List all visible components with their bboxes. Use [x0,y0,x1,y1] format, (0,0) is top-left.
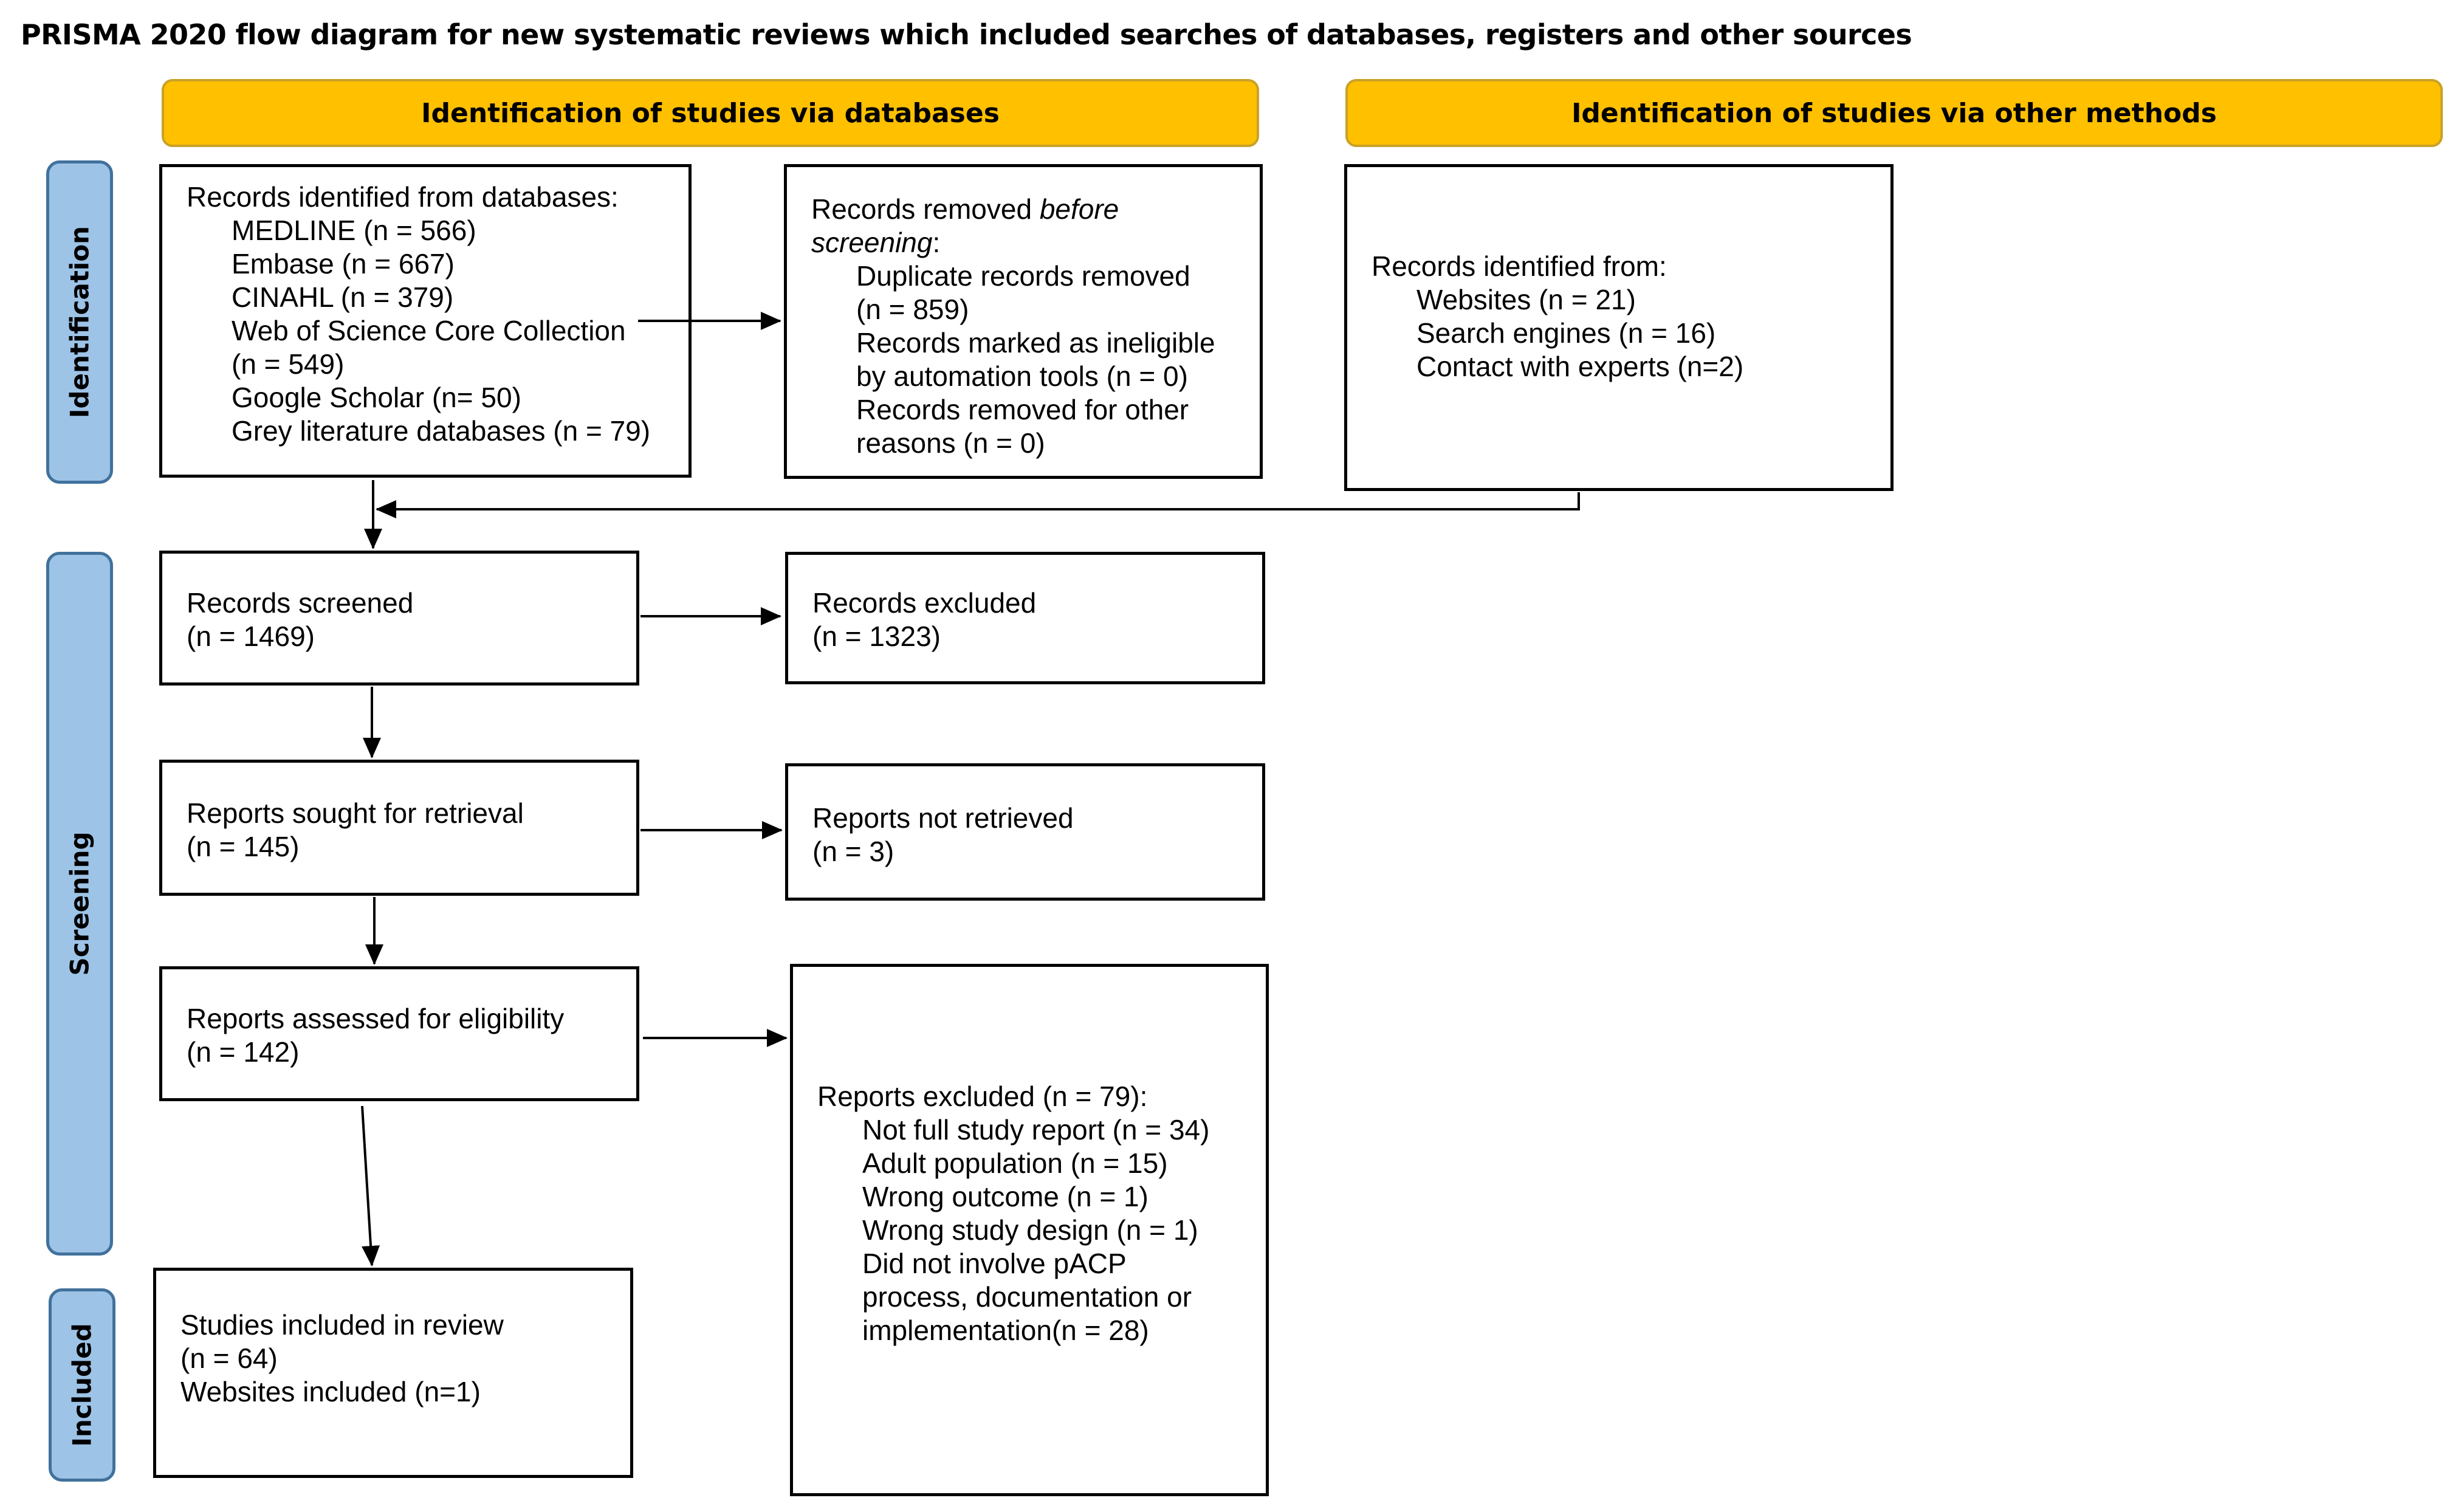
reports-assessed-count: (n = 142) [187,1036,300,1068]
records-screened-box: Records screened (n = 1469) [159,551,639,686]
arrow-other-sources-to-screened [376,492,1580,518]
list-item: Did not involve pACP [862,1248,1127,1279]
studies-included-count: (n = 64) [180,1342,278,1374]
list-item: Websites (n = 21) [1416,284,1636,315]
reports-sought-box: Reports sought for retrieval (n = 145) [159,760,639,896]
reports-not-retrieved-count: (n = 3) [812,836,894,867]
list-item: CINAHL (n = 379) [232,281,454,313]
records-removed-heading-emphasis-2: screening [811,227,933,258]
other-sources-box: Records identified from: Websites (n = 2… [1344,164,1894,491]
websites-included-label: Websites included (n=1) [180,1376,481,1407]
list-item: Not full study report (n = 34) [862,1114,1210,1146]
other-sources-heading: Records identified from: [1372,250,1667,282]
reports-assessed-label: Reports assessed for eligibility [187,1003,565,1034]
list-item: Records removed for other [856,394,1189,425]
list-item: Embase (n = 667) [232,248,455,280]
records-removed-heading-text: Records removed [811,193,1040,225]
list-item: MEDLINE (n = 566) [232,215,476,246]
records-excluded-box: Records excluded (n = 1323) [785,552,1265,684]
list-item: Web of Science Core Collection [232,315,626,346]
list-item: implementation(n = 28) [862,1314,1149,1346]
list-item: Wrong study design (n = 1) [862,1214,1198,1246]
records-identified-box: Records identified from databases: MEDLI… [159,164,692,478]
reports-excluded-heading: Reports excluded (n = 79): [817,1081,1148,1112]
records-screened-label: Records screened [187,587,414,619]
list-item: Search engines (n = 16) [1416,317,1716,349]
list-item: reasons (n = 0) [856,427,1045,459]
records-removed-heading-line2: screening: [811,226,1260,259]
list-item: (n = 549) [232,348,345,380]
stage-identification: Identification [46,160,113,484]
reports-not-retrieved-label: Reports not retrieved [812,802,1074,834]
stage-included: Included [49,1288,115,1482]
list-item: by automation tools (n = 0) [856,360,1188,392]
banner-databases-label: Identification of studies via databases [421,97,1000,129]
records-removed-heading-emphasis: before [1039,193,1119,225]
list-item: Duplicate records removed [856,260,1190,292]
list-item: Wrong outcome (n = 1) [862,1181,1149,1212]
reports-sought-label: Reports sought for retrieval [187,797,524,829]
reports-sought-count: (n = 145) [187,831,300,862]
arrow-assessed-to-included [361,1105,380,1266]
records-screened-count: (n = 1469) [187,620,315,652]
studies-included-box: Studies included in review (n = 64) Webs… [153,1268,633,1478]
records-excluded-count: (n = 1323) [812,620,941,652]
diagram-title: PRISMA 2020 flow diagram for new systema… [21,18,1912,51]
records-identified-heading: Records identified from databases: [187,181,619,213]
banner-other-methods: Identification of studies via other meth… [1345,79,2443,147]
reports-excluded-box: Reports excluded (n = 79): Not full stud… [790,964,1269,1496]
records-removed-box: Records removed before screening: Duplic… [784,164,1263,479]
studies-included-label: Studies included in review [180,1309,504,1341]
reports-not-retrieved-box: Reports not retrieved (n = 3) [785,763,1265,901]
reports-assessed-box: Reports assessed for eligibility (n = 14… [159,966,639,1101]
records-excluded-label: Records excluded [812,587,1037,619]
list-item: process, documentation or [862,1281,1192,1313]
records-removed-heading: Records removed before [811,193,1260,226]
list-item: (n = 859) [856,294,969,325]
stage-screening: Screening [46,552,113,1256]
banner-databases: Identification of studies via databases [162,79,1259,147]
records-removed-heading-colon: : [932,227,941,258]
list-item: Records marked as ineligible [856,327,1215,359]
list-item: Contact with experts (n=2) [1416,351,1744,382]
list-item: Adult population (n = 15) [862,1147,1168,1179]
list-item: Google Scholar (n= 50) [232,382,521,413]
list-item: Grey literature databases (n = 79) [232,415,651,447]
banner-other-methods-label: Identification of studies via other meth… [1571,97,2217,129]
